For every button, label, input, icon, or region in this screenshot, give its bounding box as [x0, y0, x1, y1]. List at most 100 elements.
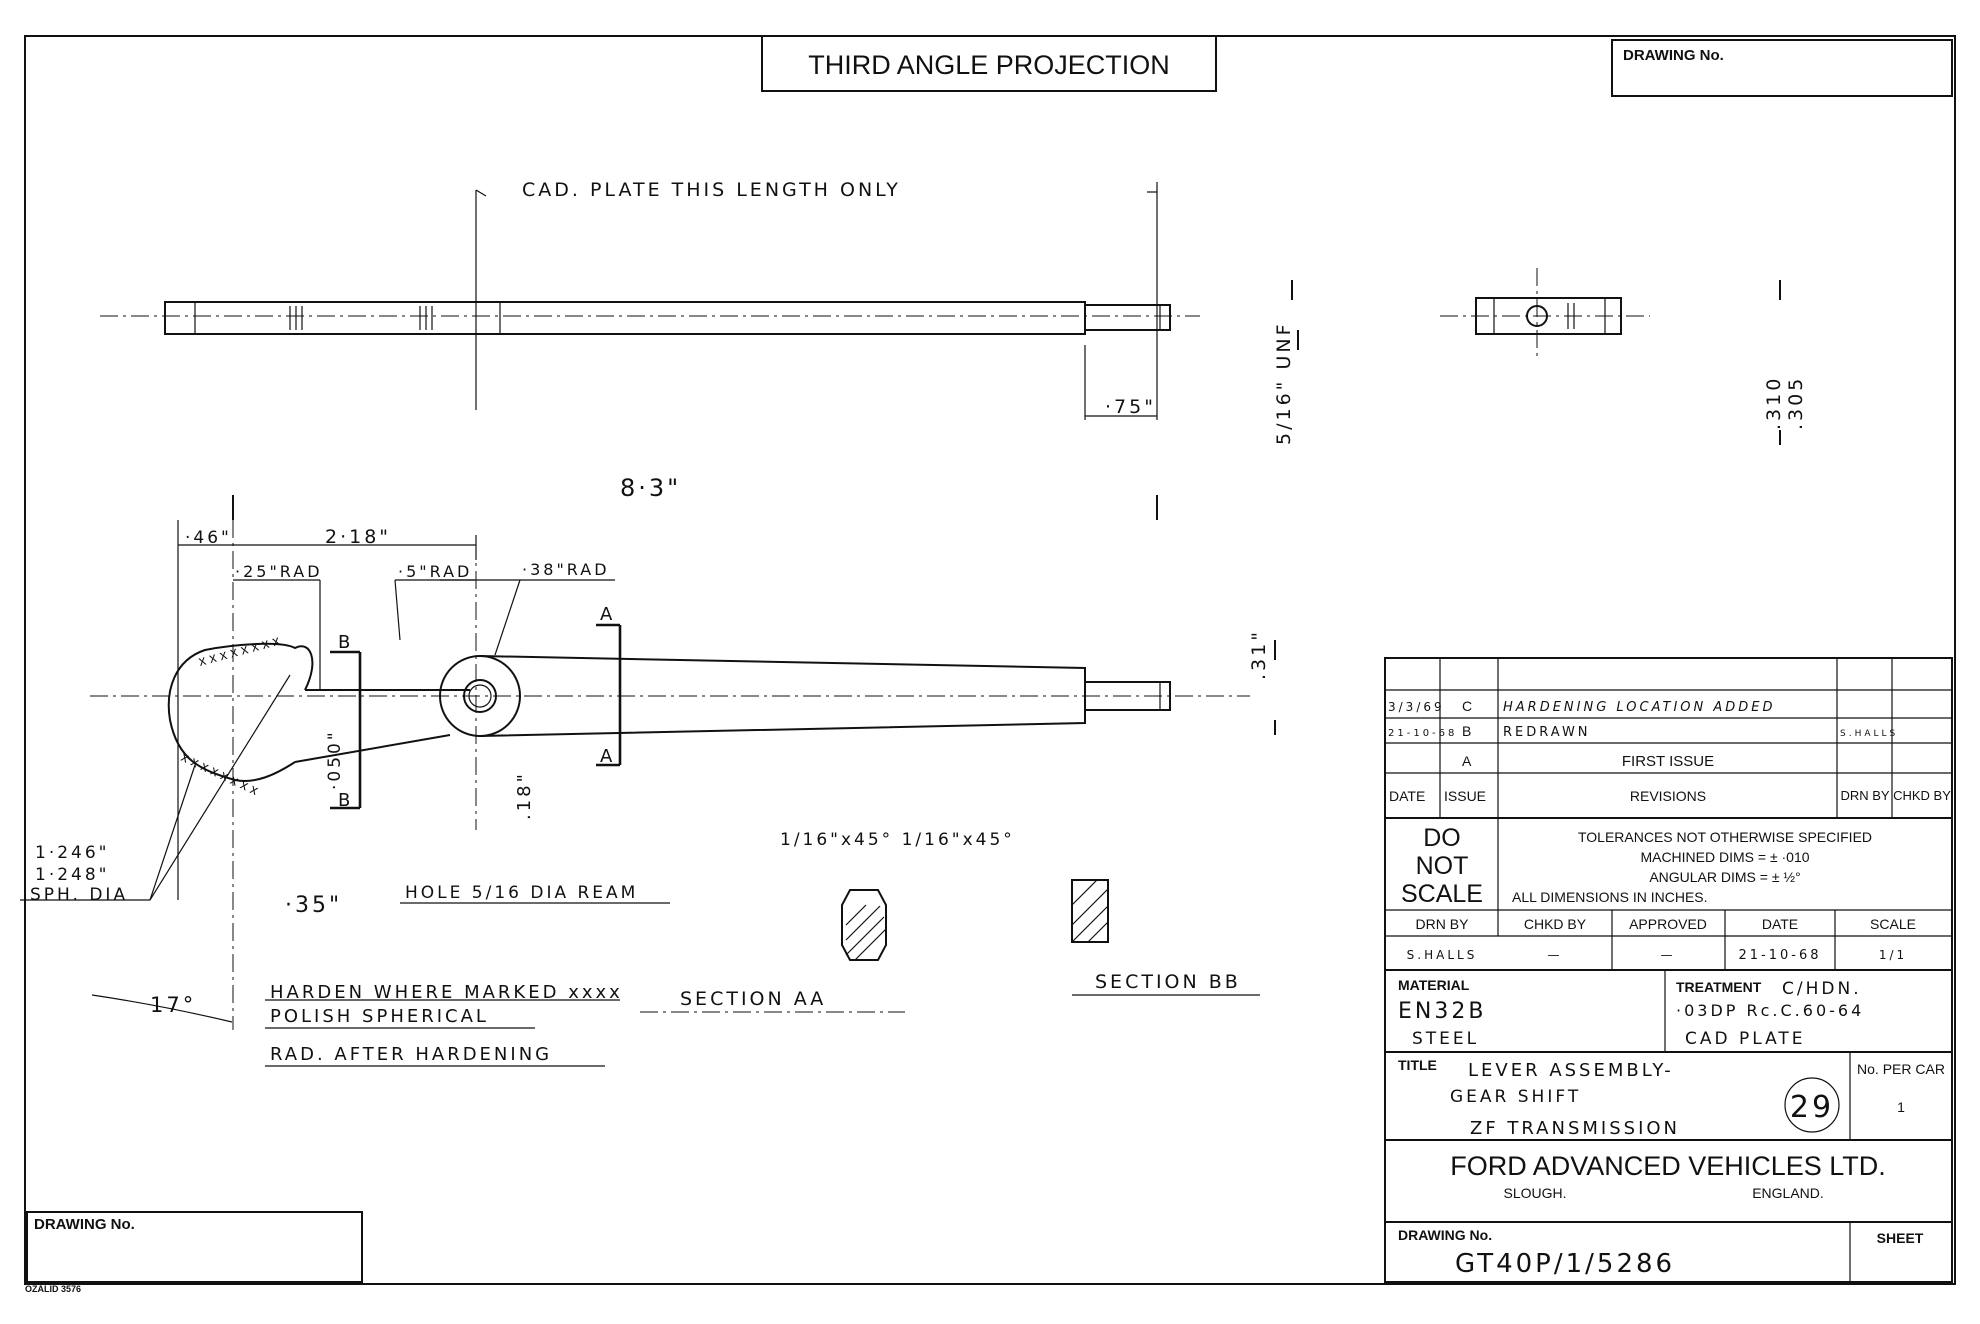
- rev-c-date: 3/3/69: [1388, 700, 1445, 714]
- section-a-top-label: A: [600, 604, 615, 625]
- rad-5: ·5"RAD: [398, 562, 472, 581]
- label-date: DATE: [1762, 916, 1798, 932]
- value-drn-by: S.HALLS: [1407, 948, 1478, 962]
- rev-b-drn: S.HALLS: [1840, 729, 1898, 739]
- hole-ream: HOLE 5/16 DIA REAM: [405, 883, 638, 903]
- note-harden: HARDEN WHERE MARKED xxxx: [270, 982, 623, 1003]
- tolerance-line-3: ANGULAR DIMS = ± ½°: [1649, 869, 1800, 885]
- section-b-bottom-label: B: [338, 790, 353, 811]
- svg-text:x x x x x x x x: x x x x x x x x: [179, 748, 261, 798]
- ozalid-label: OZALID 3576: [25, 1284, 81, 1294]
- note-rad-after: RAD. AFTER HARDENING: [270, 1044, 552, 1065]
- title-line-2: GEAR SHIFT: [1450, 1087, 1581, 1107]
- rev-b-text: REDRAWN: [1503, 725, 1591, 740]
- do-not-scale-3: SCALE: [1401, 880, 1483, 908]
- label-drn-by: DRN BY: [1416, 916, 1470, 932]
- section-b-top-label: B: [338, 632, 353, 653]
- rad-25: ·25"RAD: [235, 562, 323, 581]
- sph-dia-2: 1·248": [35, 865, 110, 885]
- treatment-value-1: C/HDN.: [1782, 979, 1862, 999]
- section-aa-hatch: [845, 904, 887, 961]
- treatment-label: TREATMENT: [1676, 979, 1762, 995]
- sheet-label: SHEET: [1877, 1230, 1924, 1246]
- thread-unf: 5/16" UNF: [1273, 322, 1295, 446]
- rev-c-text: HARDENING LOCATION ADDED: [1503, 700, 1776, 715]
- company-country: ENGLAND.: [1752, 1185, 1824, 1201]
- angle-17: 17°: [150, 993, 196, 1017]
- dim-31: .31": [1248, 629, 1270, 680]
- section-bb-label: SECTION BB: [1095, 971, 1241, 993]
- title-label: TITLE: [1398, 1057, 1437, 1073]
- dim-305: .305: [1785, 376, 1807, 430]
- part-number-circle: 29: [1790, 1090, 1834, 1125]
- section-a-bottom-label: A: [600, 746, 615, 767]
- rev-header-date: DATE: [1389, 788, 1425, 804]
- note-polish: POLISH SPHERICAL: [270, 1006, 489, 1027]
- dim-35: ·35": [285, 893, 342, 918]
- drawing-no-box-top: [1611, 39, 1953, 97]
- rev-header-revisions: REVISIONS: [1630, 788, 1706, 804]
- section-aa-shape: [841, 889, 887, 961]
- value-chkd-by: —: [1548, 948, 1563, 962]
- sheet-border: [24, 35, 1956, 1285]
- label-scale: SCALE: [1870, 916, 1916, 932]
- label-chkd-by: CHKD BY: [1524, 916, 1587, 932]
- rev-a-issue: A: [1462, 753, 1472, 769]
- end-view: [1440, 268, 1650, 360]
- rad-38: ·38"RAD: [522, 560, 610, 579]
- front-view: x x x x x x x x x x x x x x x x: [20, 520, 1276, 1030]
- sph-dia-1: 1·246": [35, 843, 110, 863]
- drawing-no-label-bottom-left: DRAWING No.: [34, 1216, 135, 1233]
- title-line-1: LEVER ASSEMBLY-: [1468, 1060, 1674, 1081]
- do-not-scale-2: NOT: [1416, 852, 1469, 880]
- dim-46: ·46": [185, 528, 232, 548]
- do-not-scale-1: DO: [1423, 824, 1461, 852]
- dim-18: .18": [514, 771, 535, 820]
- company-name: FORD ADVANCED VEHICLES LTD.: [1450, 1151, 1886, 1181]
- cad-plate-note: CAD. PLATE THIS LENGTH ONLY: [522, 179, 901, 201]
- rev-a-text: FIRST ISSUE: [1622, 753, 1714, 770]
- sph-dia-3: SPH. DIA: [30, 885, 128, 905]
- drawing-no-label-top: DRAWING No.: [1623, 47, 1724, 64]
- tolerance-line-4: ALL DIMENSIONS IN INCHES.: [1512, 889, 1708, 905]
- no-per-car-value: 1: [1897, 1099, 1905, 1115]
- projection-title: THIRD ANGLE PROJECTION: [808, 50, 1170, 80]
- rev-header-chkd-by: CHKD BY: [1893, 788, 1951, 803]
- title-block: [1384, 657, 1953, 1283]
- drawing-no-value: GT40P/1/5286: [1455, 1249, 1675, 1279]
- tolerance-line-1: TOLERANCES NOT OTHERWISE SPECIFIED: [1578, 829, 1872, 845]
- svg-text:x x x x x x x x: x x x x x x x x: [197, 632, 282, 669]
- material-label: MATERIAL: [1398, 977, 1470, 993]
- section-aa-label: SECTION AA: [680, 988, 826, 1010]
- angle-17-arc: [91, 994, 233, 1023]
- rev-c-issue: C: [1462, 698, 1472, 714]
- label-approved: APPROVED: [1629, 916, 1707, 932]
- rev-b-date: 21-10-68: [1388, 728, 1457, 739]
- company-city: SLOUGH.: [1503, 1185, 1566, 1201]
- no-per-car-label: No. PER CAR: [1857, 1061, 1945, 1077]
- value-scale: 1/1: [1879, 948, 1907, 962]
- rev-header-issue: ISSUE: [1444, 788, 1486, 804]
- dim-83: 8·3": [620, 474, 681, 502]
- rev-header-drn-by: DRN BY: [1840, 788, 1889, 803]
- treatment-value-2: ·03DP Rc.C.60-64: [1676, 1001, 1864, 1020]
- treatment-value-3: CAD PLATE: [1685, 1029, 1806, 1049]
- rev-b-issue: B: [1462, 723, 1471, 739]
- section-bb-hatch: [1071, 879, 1109, 943]
- dim-310: .310: [1763, 376, 1785, 430]
- material-value-1: EN32B: [1398, 999, 1486, 1024]
- dim-218: 2·18": [325, 526, 391, 548]
- dim-075: ·75": [1105, 396, 1156, 418]
- material-value-2: STEEL: [1412, 1029, 1479, 1049]
- dim-050: ·050": [325, 729, 345, 790]
- top-view: [100, 182, 1200, 420]
- drawing-no-label: DRAWING No.: [1398, 1227, 1492, 1243]
- value-approved: —: [1661, 948, 1676, 962]
- projection-box: [761, 35, 1217, 92]
- section-bb-shape: [1071, 879, 1109, 943]
- drawing-no-box-bottom-left: [26, 1211, 363, 1283]
- chamfer-note: 1/16"x45° 1/16"x45°: [780, 830, 1015, 850]
- title-line-3: ZF TRANSMISSION: [1470, 1118, 1680, 1139]
- tolerance-line-2: MACHINED DIMS = ± ·010: [1640, 849, 1809, 865]
